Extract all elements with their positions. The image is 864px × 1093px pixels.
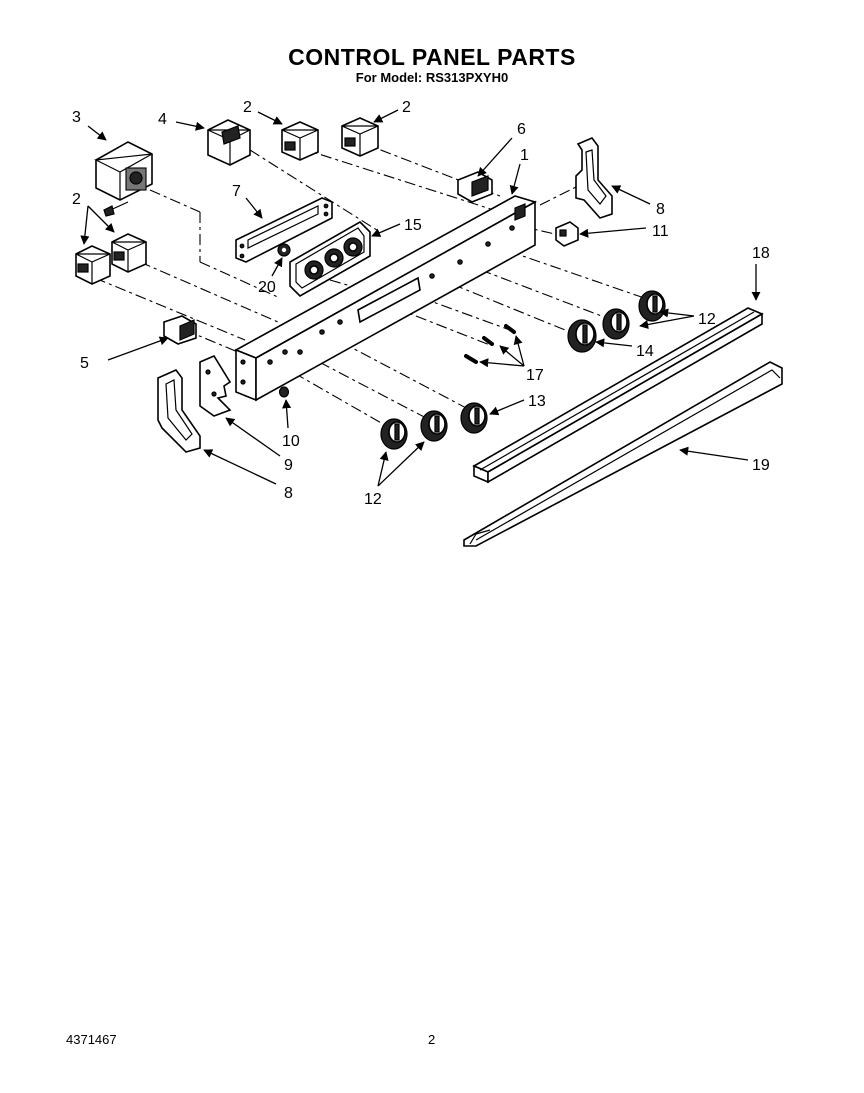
page-title: CONTROL PANEL PARTS [288,44,576,70]
callout-7: 7 [232,183,241,200]
callout-19: 19 [752,457,770,474]
mounting-plate-part [199,354,232,417]
callout-13: 13 [528,393,546,410]
callout-2-top-left: 2 [243,99,252,116]
callout-4: 4 [158,111,167,128]
pin-part-b [482,336,494,346]
callout-9: 9 [284,457,293,474]
screw-part [278,386,290,398]
callout-20: 20 [258,279,276,296]
control-panel-part [234,195,538,402]
model-subtitle: For Model: RS313PXYH0 [355,70,509,85]
callout-2-top-right: 2 [402,99,411,116]
callout-12-right: 12 [698,311,716,328]
nut-part [277,243,291,257]
callout-10: 10 [282,433,300,450]
callout-12-bottom: 12 [364,491,382,508]
knob-part-13 [460,402,488,434]
indicator-light-part [163,315,197,345]
knob-part-14 [567,319,597,353]
clock-part [93,141,153,217]
knob-part-12-right-a [638,290,666,322]
bracket-part [235,197,333,263]
callout-3: 3 [72,109,81,126]
rocker-switch-part [457,171,493,203]
infinite-switch-top-right [341,117,379,157]
connector-part [555,221,579,247]
pin-part-c [504,324,516,334]
callout-8-right: 8 [656,201,665,218]
trim-panel-part [289,221,371,297]
extrusion-part [463,361,783,547]
callout-2-left: 2 [72,191,81,208]
callout-5: 5 [80,355,89,372]
switch-part [207,119,251,166]
callout-labels: 3 4 2 2 6 1 2 7 8 15 11 18 20 12 14 5 17… [72,99,770,508]
infinite-switch-left-b [111,233,147,273]
callout-1: 1 [520,147,529,164]
infinite-switch-top-left [281,121,319,161]
callout-11: 11 [652,223,669,240]
side-bracket-right [575,137,613,219]
trim-strip-part [472,307,764,484]
infinite-switch-left-a [75,245,111,285]
knob-part-12-bottom-b [380,418,408,450]
callout-6: 6 [517,121,526,138]
page-number: 2 [428,1032,436,1047]
pin-part-a [464,354,478,364]
leader-lines [80,109,761,487]
document-number: 4371467 [66,1032,117,1047]
knob-part-12-bottom-a [420,410,448,442]
callout-18: 18 [752,245,770,262]
callout-14: 14 [636,343,654,360]
knob-part-12-right-b [602,308,630,340]
callout-17: 17 [526,367,544,384]
side-bracket-left [157,369,201,453]
callout-8-left: 8 [284,485,293,502]
callout-15: 15 [404,217,422,234]
